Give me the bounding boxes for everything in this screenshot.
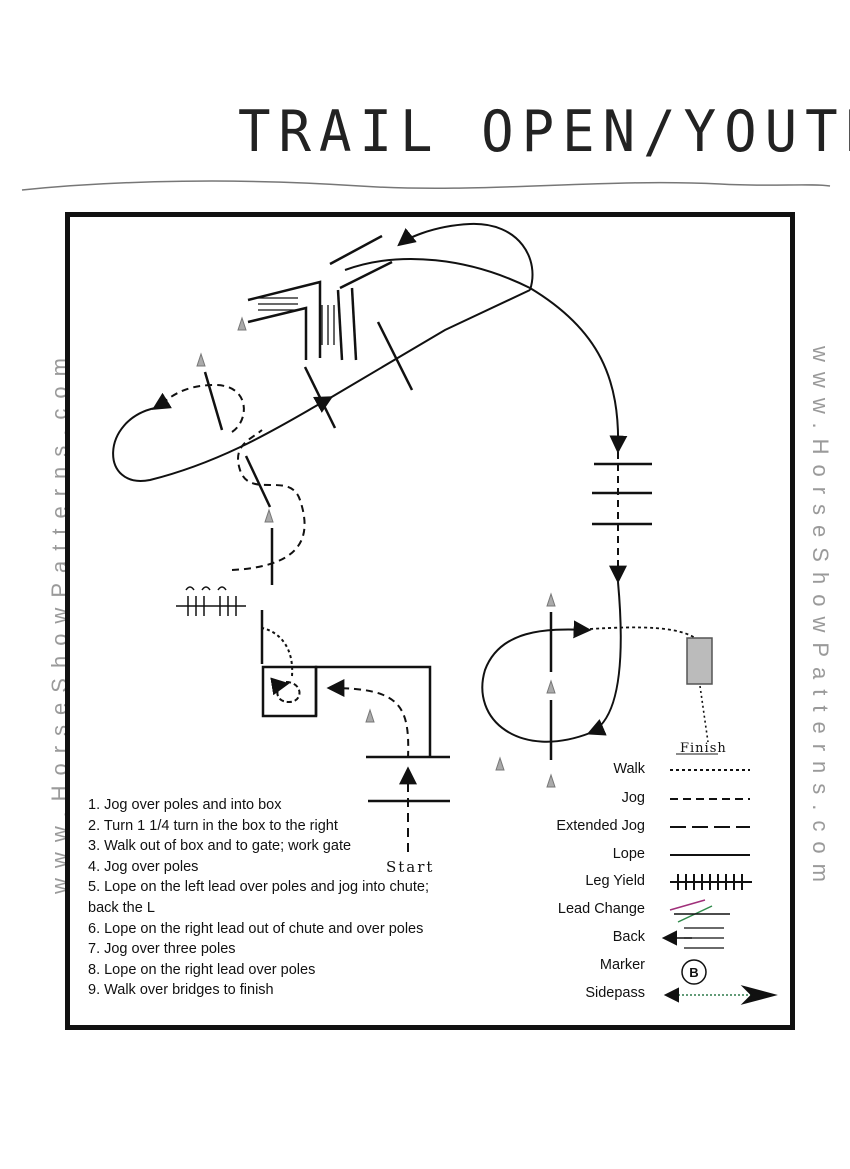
step-item: 6. Lope on the right lead out of chute a…	[88, 920, 424, 937]
step-item: 7. Jog over three poles	[88, 941, 236, 958]
pattern-steps: 1. Jog over poles and into box 2. Turn 1…	[88, 795, 429, 1001]
turn-in-box	[270, 677, 301, 704]
legend-lope-label: Lope	[612, 846, 645, 862]
legend-leg-yield-label: Leg Yield	[585, 873, 645, 889]
jog-serpentine	[231, 429, 306, 571]
walk-to-bridge	[589, 626, 699, 641]
legend-back-line	[661, 927, 724, 949]
step-item: 4. Jog over poles	[88, 858, 199, 875]
pole	[339, 260, 393, 290]
lope-diagonal	[329, 289, 531, 399]
pole	[303, 366, 337, 429]
box	[261, 665, 318, 718]
legend-marker-circle	[681, 959, 707, 985]
step-item: 3. Walk out of box and to gate; work gat…	[88, 838, 352, 855]
pole	[329, 234, 383, 266]
step-item: 1. Jog over poles and into box	[88, 797, 282, 813]
legend-lead-change-line	[669, 899, 730, 923]
legend-extended-jog-label: Extended Jog	[556, 818, 645, 834]
lope-right-loop	[344, 258, 628, 454]
lope-bottom-circle	[481, 620, 592, 743]
legend-sidepass-line	[663, 985, 778, 1005]
jog-into-box	[326, 679, 410, 759]
lope-left-loop	[151, 383, 245, 433]
step-item: 5. Lope on the left lead over poles and …	[88, 879, 429, 896]
legend-jog-label: Jog	[621, 790, 645, 806]
step-item: 2. Turn 1 1/4 turn in the box to the rig…	[88, 817, 338, 834]
legend-lead-change-label: Lead Change	[557, 901, 645, 917]
lope-bottom-loop	[586, 581, 622, 736]
cone-markers	[196, 316, 556, 788]
step-item: back the L	[88, 899, 155, 916]
legend-back-label: Back	[612, 929, 645, 945]
header-divider	[21, 180, 831, 191]
pole	[203, 371, 224, 431]
legend-sidepass-label: Sidepass	[585, 985, 645, 1001]
legend-marker-symbol: B	[689, 965, 698, 980]
finish-label: Finish	[680, 741, 727, 756]
bridge	[686, 637, 713, 685]
legend-walk-label: Walk	[613, 761, 645, 777]
page-title: TRAIL OPEN/YOUTH	[238, 98, 850, 165]
gate	[314, 665, 432, 757]
chute	[247, 280, 358, 361]
start-label: Start	[386, 858, 435, 876]
chute-back-marks	[258, 297, 335, 345]
lope-left-circle	[112, 396, 334, 482]
walk-finish	[699, 685, 709, 743]
step-item: 9. Walk over bridges to finish	[88, 982, 274, 999]
legend-graphics	[661, 769, 778, 1005]
legend-marker-label: Marker	[599, 957, 645, 973]
lope-top-loop	[397, 222, 534, 291]
step-item: 8. Lope on the right lead over poles	[88, 961, 316, 978]
arena-frame	[65, 212, 795, 1030]
pole	[376, 321, 414, 391]
walk-out-of-box	[261, 627, 294, 677]
legend-leg-yield-line	[670, 874, 752, 890]
back-symbol	[176, 586, 246, 616]
pole	[244, 455, 272, 508]
